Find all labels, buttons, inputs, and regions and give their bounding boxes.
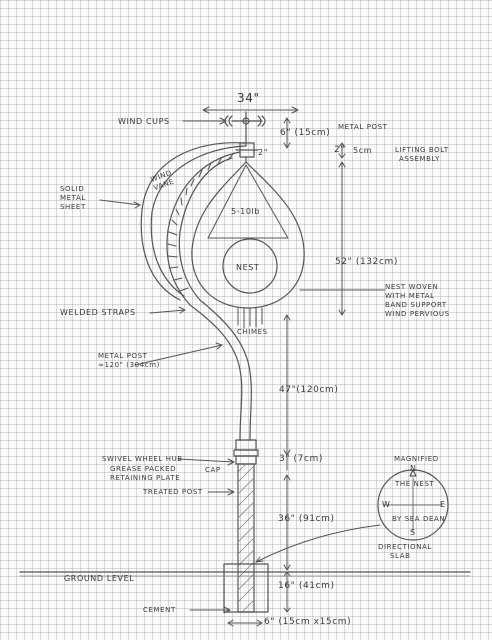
nest-circle [222,238,278,294]
left-leaders [99,199,235,614]
chimes-label: CHIMES [237,328,268,336]
retaining-plate [233,449,259,457]
grease-packed-label: GREASE PACKED RETAINING PLATE [110,465,181,482]
cement-footing [223,563,269,613]
dim-bottom-label: 6" (15cm x15cm) [264,617,352,627]
dim-2-label-left: 2" [258,148,268,157]
solid-metal-sheet-label: SOLID METAL SHEET [60,185,86,211]
the-nest-label: THE NEST [395,480,435,488]
compass-s-label: S [410,528,416,537]
treated-post-hatching [237,463,255,613]
weight-triangle [207,164,289,239]
signature-label: BY SEA DEAN [392,515,446,523]
vertical-dimensions [283,161,346,613]
welded-straps-curve-inner [199,299,252,441]
wind-cups-label: WIND CUPS [118,117,170,126]
treated-post-label: TREATED POST [143,488,203,496]
welded-straps-curve [189,304,243,441]
bottom-width-dimension [227,619,263,627]
weight-label: 5-10lb [231,207,261,216]
top-width-label: 34" [237,91,260,105]
welded-straps-label: WELDED STRAPS [60,308,136,317]
ground-level-label: GROUND LEVEL [64,574,135,583]
swivel-hub [235,439,257,451]
dim-6-arrows [283,117,291,149]
chimes [237,307,263,329]
nest-woven-label: NEST WOVEN WITH METAL BAND SUPPORT WIND … [385,283,450,318]
wind-cups [224,111,266,147]
swivel-wheel-label: SWIVEL WHEEL HUB [102,455,183,463]
top-width-dimension [202,106,299,114]
directional-slab-label: DIRECTIONAL SLAB [378,543,433,560]
dim-47-label: 47"(120cm) [279,385,339,395]
metal-post-length-label: METAL POST ≈120" (304cm) [98,352,160,369]
dim-2-label: 2" [334,145,346,155]
compass-w-label: W [382,500,391,509]
compass-e-label: E [440,500,446,509]
wind-vane-outer [166,151,241,306]
nest-teardrop [191,161,305,309]
wind-vane-slats [167,153,234,292]
dim-6-label: 6" (15cm) [280,128,331,138]
cement-label: CEMENT [143,606,176,614]
dim-3-label: 3" (7cm) [279,454,323,464]
magnified-label: MAGNIFIED [394,455,439,463]
cap-label: CAP [205,466,221,474]
post-cap [235,455,257,465]
lifting-bolt-label: LIFTING BOLT ASSEMBLY [395,146,449,163]
dim-52-label: 52" (132cm) [335,257,398,267]
solid-metal-sheet-inner [150,145,246,297]
dim-2-arrows [338,142,346,159]
compass-north-arrow [409,469,417,477]
compass-n-label: N [410,464,417,473]
wind-vane-inner [178,157,233,301]
metal-post-top-label: METAL POST [338,123,388,131]
dim-16-label: 16" (41cm) [278,581,335,591]
solid-metal-sheet-outline [140,142,246,301]
compass-leader [255,524,381,563]
dim-5cm-label: 5cm [353,146,373,155]
dim-36-label: 36" (91cm) [278,514,335,524]
nest-label: NEST [236,263,260,272]
